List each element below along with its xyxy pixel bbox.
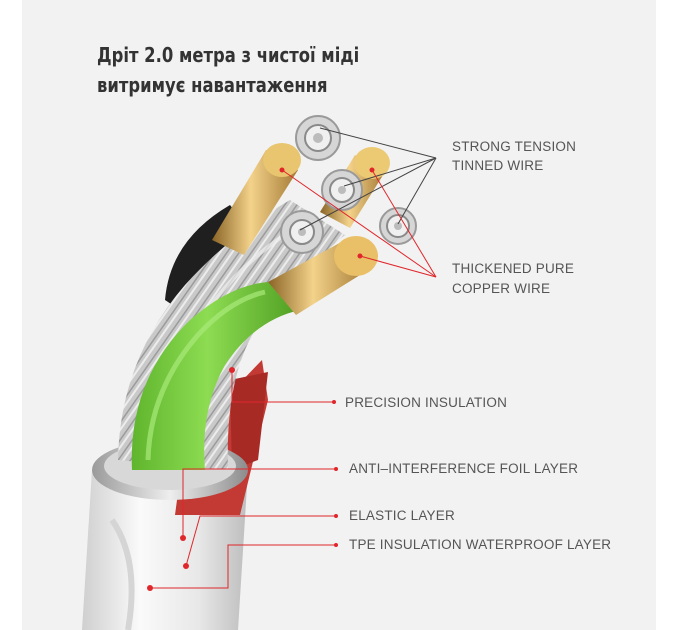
green-insulation [131, 282, 300, 470]
label-foil-layer: ANTI–INTERFERENCE FOIL LAYER [349, 461, 579, 476]
tension-pointers [299, 127, 437, 231]
label-copper-line1: THICKENED PURE [452, 261, 575, 276]
tpe-pointer [147, 543, 338, 591]
label-elastic-layer: ELASTIC LAYER [349, 508, 455, 523]
page-title: Дріт 2.0 метра з чистої міді витримує на… [97, 43, 360, 97]
elastic-pointer [183, 514, 338, 569]
foil-pointer [180, 467, 338, 541]
label-tpe-layer: TPE INSULATION WATERPROOF LAYER [349, 537, 612, 552]
label-copper-line2: COPPER WIRE [452, 281, 551, 296]
label-tension-line1: STRONG TENSION [452, 139, 577, 154]
tinned-wires [280, 115, 417, 254]
precision-pointer [229, 367, 336, 404]
label-tension-line2: TINNED WIRE [452, 158, 544, 173]
copper-pointers [281, 169, 437, 278]
label-precision-insulation: PRECISION INSULATION [345, 395, 508, 410]
